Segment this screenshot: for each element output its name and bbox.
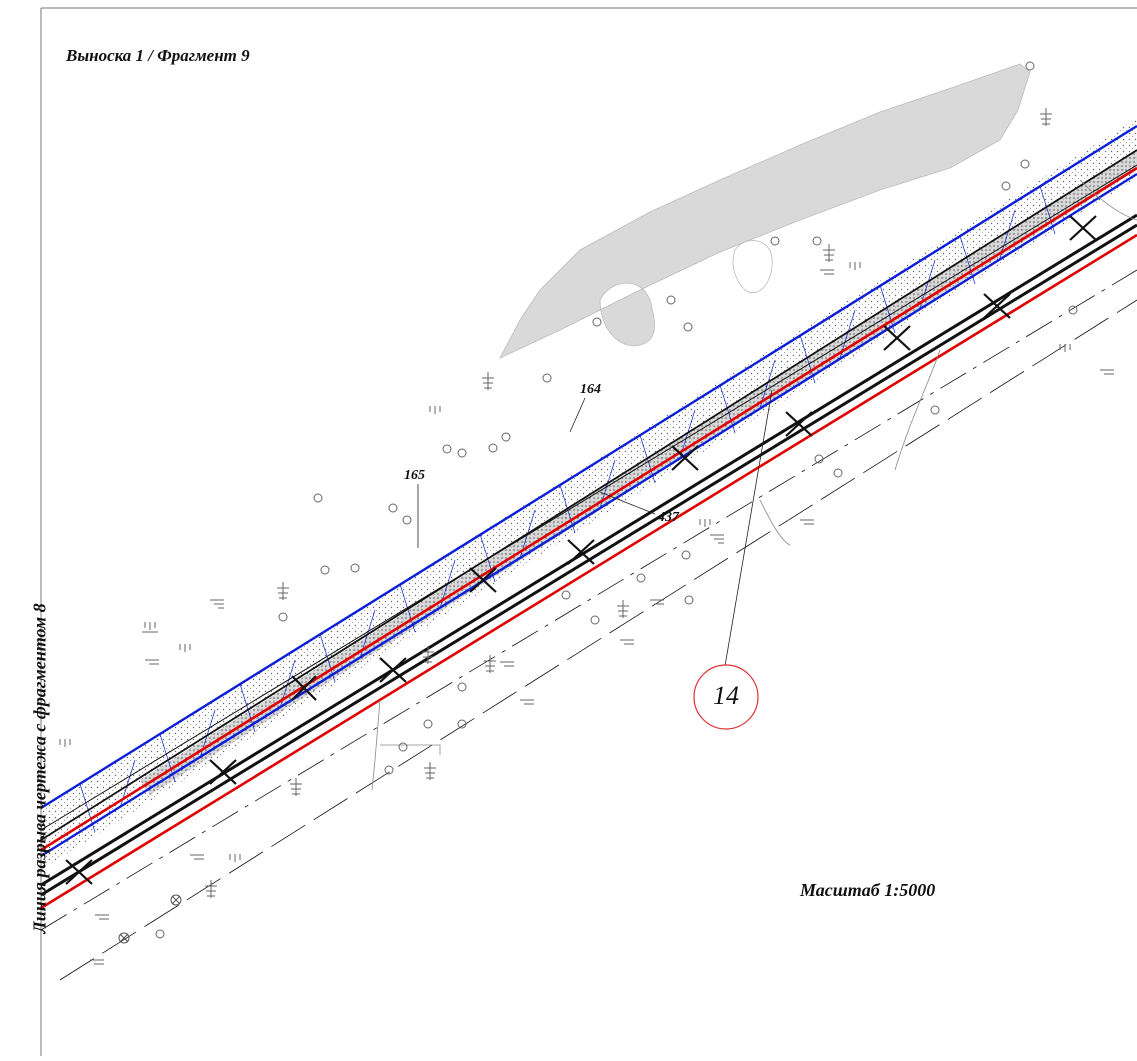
road-edge-red-lines	[40, 166, 1137, 910]
drawing-title: Выноска 1 / Фрагмент 9	[66, 46, 250, 65]
well-symbols	[118, 894, 182, 944]
cross-marker-icon	[469, 567, 497, 593]
well-symbol-icon	[118, 932, 130, 944]
minor-lines	[371, 179, 1137, 791]
marker-label: 165	[404, 468, 425, 483]
circle-symbol-icon	[1068, 305, 1078, 315]
tree-symbols	[205, 108, 1052, 898]
tree-symbol-icon	[424, 762, 436, 780]
circle-symbol-icon	[681, 550, 691, 560]
grass-symbol-icon	[142, 622, 158, 633]
circle-symbol-icon	[1020, 159, 1030, 169]
circle-symbol-icon	[313, 493, 323, 503]
tree-symbol-icon	[277, 582, 289, 600]
break-line-label: Линия разрыва чертежа с фрагментом 8	[29, 603, 50, 934]
grass-symbol-icon	[145, 659, 159, 665]
circle-symbol-icon	[457, 719, 467, 729]
circle-symbols	[155, 61, 1078, 939]
grass-symbol-icon	[800, 519, 814, 525]
grass-symbols	[59, 262, 1114, 965]
grass-symbol-icon	[650, 599, 664, 605]
grass-symbol-icon	[1100, 369, 1114, 375]
circle-symbol-icon	[350, 563, 360, 573]
grass-symbol-icon	[710, 534, 724, 544]
tree-symbol-icon	[482, 372, 494, 390]
circle-symbol-icon	[388, 503, 398, 513]
well-symbol-icon	[170, 894, 182, 906]
circle-symbol-icon	[384, 765, 394, 775]
cross-marker-icon	[65, 859, 93, 885]
marker-label: 437	[658, 510, 679, 525]
circle-symbol-icon	[501, 432, 511, 442]
circle-symbol-icon	[542, 373, 552, 383]
grass-symbol-icon	[59, 739, 71, 747]
circle-symbol-icon	[398, 742, 408, 752]
cross-marker-icon	[785, 411, 813, 437]
circle-symbol-icon	[812, 236, 822, 246]
circle-symbol-icon	[683, 322, 693, 332]
grass-symbol-icon	[210, 599, 224, 609]
grass-symbol-icon	[229, 854, 241, 862]
marker-label: 164	[580, 382, 601, 397]
grass-symbol-icon	[190, 854, 204, 860]
circle-symbol-icon	[457, 448, 467, 458]
cross-marker-icon	[883, 325, 911, 351]
circle-symbol-icon	[1025, 61, 1035, 71]
grass-symbol-icon	[90, 959, 104, 965]
circle-symbol-icon	[402, 515, 412, 525]
circle-symbol-icon	[561, 590, 571, 600]
sheet-frame	[40, 7, 1137, 1056]
tree-symbol-icon	[1040, 108, 1052, 126]
circle-symbol-icon	[442, 444, 452, 454]
callout-circle	[693, 664, 759, 730]
cross-marker-icon	[983, 293, 1011, 319]
circle-symbol-icon	[814, 454, 824, 464]
circle-symbol-icon	[457, 682, 467, 692]
circle-symbol-icon	[320, 565, 330, 575]
grass-symbol-icon	[820, 269, 834, 275]
circle-symbol-icon	[666, 295, 676, 305]
tree-symbol-icon	[290, 778, 302, 796]
grass-symbol-icon	[699, 519, 711, 527]
grass-symbol-icon	[520, 699, 534, 705]
callout-number: 14	[713, 681, 739, 710]
circle-symbol-icon	[155, 929, 165, 939]
tree-symbol-icon	[617, 600, 629, 618]
circle-symbol-icon	[590, 615, 600, 625]
cross-marker-icon	[567, 539, 595, 565]
tree-symbol-icon	[823, 244, 835, 262]
tree-symbol-icon	[205, 880, 217, 898]
circle-symbol-icon	[833, 468, 843, 478]
circle-symbol-icon	[278, 612, 288, 622]
cross-marker-icon	[379, 657, 407, 683]
leader-lines	[417, 389, 773, 667]
water-lobe	[732, 240, 773, 293]
grass-symbol-icon	[620, 639, 634, 645]
circle-symbol-icon	[684, 595, 694, 605]
circle-symbol-icon	[488, 443, 498, 453]
grass-symbol-icon	[1059, 344, 1071, 352]
cross-markers	[65, 215, 1097, 885]
grass-symbol-icon	[429, 406, 441, 414]
circle-symbol-icon	[636, 573, 646, 583]
grass-symbol-icon	[95, 914, 109, 920]
cross-marker-icon	[671, 445, 699, 471]
scale-label: Масштаб 1:5000	[800, 880, 936, 900]
grass-symbol-icon	[849, 262, 861, 270]
circle-symbol-icon	[592, 317, 602, 327]
circle-symbol-icon	[423, 719, 433, 729]
tree-symbol-icon	[422, 646, 434, 664]
tree-symbol-icon	[484, 655, 496, 673]
grass-symbol-icon	[179, 644, 191, 652]
cross-marker-icon	[291, 675, 317, 701]
circle-symbol-icon	[930, 405, 940, 415]
cross-marker-icon	[1069, 215, 1097, 241]
circle-symbol-icon	[770, 236, 780, 246]
cross-marker-icon	[209, 759, 237, 785]
water-body	[499, 63, 1031, 359]
circle-symbol-icon	[1001, 181, 1011, 191]
grass-symbol-icon	[500, 661, 514, 667]
